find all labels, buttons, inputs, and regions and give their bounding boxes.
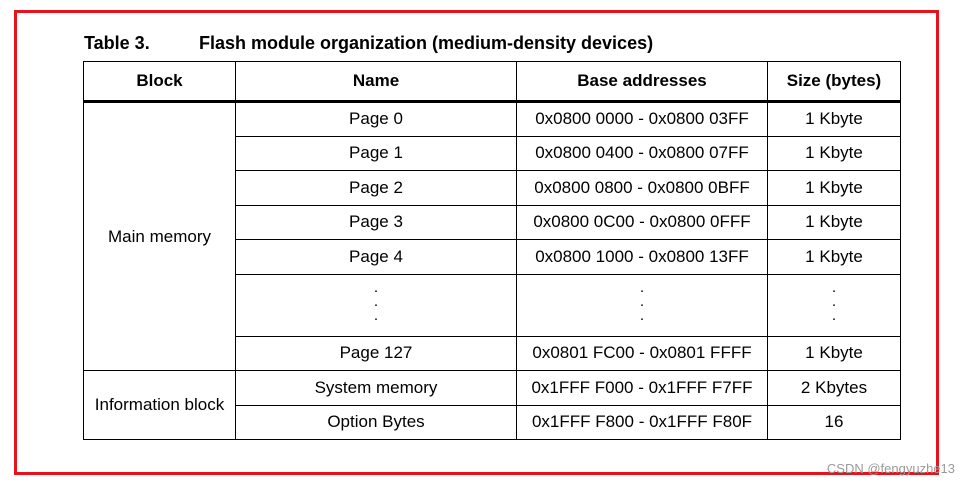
table-row: Information block System memory 0x1FFF F… — [83, 370, 901, 440]
cell-size: 1 Kbyte — [767, 204, 901, 240]
cell-size: 1 Kbyte — [767, 101, 901, 137]
table-row: Main memory Page 0 0x0800 0000 - 0x0800 … — [83, 101, 901, 371]
highlight-frame — [14, 10, 939, 475]
table-number: Table 3. — [84, 33, 150, 53]
table-row: Page 1 0x0800 0400 - 0x0800 07FF 1 Kbyte — [84, 135, 901, 171]
table-row: Page 3 0x0800 0C00 - 0x0800 0FFF 1 Kbyte — [84, 204, 901, 240]
cell-address: 0x0800 1000 - 0x0800 13FF — [516, 239, 768, 275]
cell-address: 0x0800 0400 - 0x0800 07FF — [516, 135, 768, 171]
ellipsis-address: · · · — [516, 273, 768, 337]
cell-address: 0x0800 0C00 - 0x0800 0FFF — [516, 204, 768, 240]
header-row: Block Name Base addresses Size (bytes) — [83, 61, 901, 103]
cell-name: Option Bytes — [235, 404, 517, 440]
ellipsis-row: · · · · · · · · · — [84, 273, 901, 337]
cell-address: 0x0800 0000 - 0x0800 03FF — [516, 101, 768, 137]
cell-name: Page 2 — [235, 170, 517, 206]
header-base-addresses: Base addresses — [516, 61, 768, 103]
table-caption: Table 3. Flash module organization (mediu… — [84, 33, 653, 54]
table-row: Page 127 0x0801 FC00 - 0x0801 FFFF 1 Kby… — [84, 335, 901, 371]
cell-size: 1 Kbyte — [767, 135, 901, 171]
cell-name: System memory — [235, 370, 517, 406]
cell-name: Page 4 — [235, 239, 517, 275]
flash-organization-table: Block Name Base addresses Size (bytes) M… — [83, 61, 901, 440]
cell-address: 0x1FFF F800 - 0x1FFF F80F — [516, 404, 768, 440]
block-information: Information block — [83, 370, 236, 440]
table-row: Option Bytes 0x1FFF F800 - 0x1FFF F80F 1… — [84, 404, 901, 440]
header-block: Block — [83, 61, 236, 103]
table-title: Flash module organization (medium-densit… — [199, 33, 654, 53]
csdn-watermark: CSDN @fengyuzhe13 — [826, 461, 955, 476]
cell-size: 1 Kbyte — [767, 335, 901, 371]
header-name: Name — [235, 61, 517, 103]
cell-name: Page 1 — [235, 135, 517, 171]
table-row: Page 4 0x0800 1000 - 0x0800 13FF 1 Kbyte — [84, 239, 901, 275]
header-size: Size (bytes) — [767, 61, 901, 103]
cell-size: 1 Kbyte — [767, 239, 901, 275]
ellipsis-size: · · · — [767, 273, 901, 337]
ellipsis-name: · · · — [235, 273, 517, 337]
cell-name: Page 3 — [235, 204, 517, 240]
table-row: Page 2 0x0800 0800 - 0x0800 0BFF 1 Kbyte — [84, 170, 901, 206]
cell-address: 0x0801 FC00 - 0x0801 FFFF — [516, 335, 768, 371]
cell-size: 2 Kbytes — [767, 370, 901, 406]
cell-size: 1 Kbyte — [767, 170, 901, 206]
cell-address: 0x1FFF F000 - 0x1FFF F7FF — [516, 370, 768, 406]
cell-size: 16 — [767, 404, 901, 440]
block-main-memory: Main memory — [83, 101, 236, 371]
cell-name: Page 0 — [235, 101, 517, 137]
cell-address: 0x0800 0800 - 0x0800 0BFF — [516, 170, 768, 206]
cell-name: Page 127 — [235, 335, 517, 371]
